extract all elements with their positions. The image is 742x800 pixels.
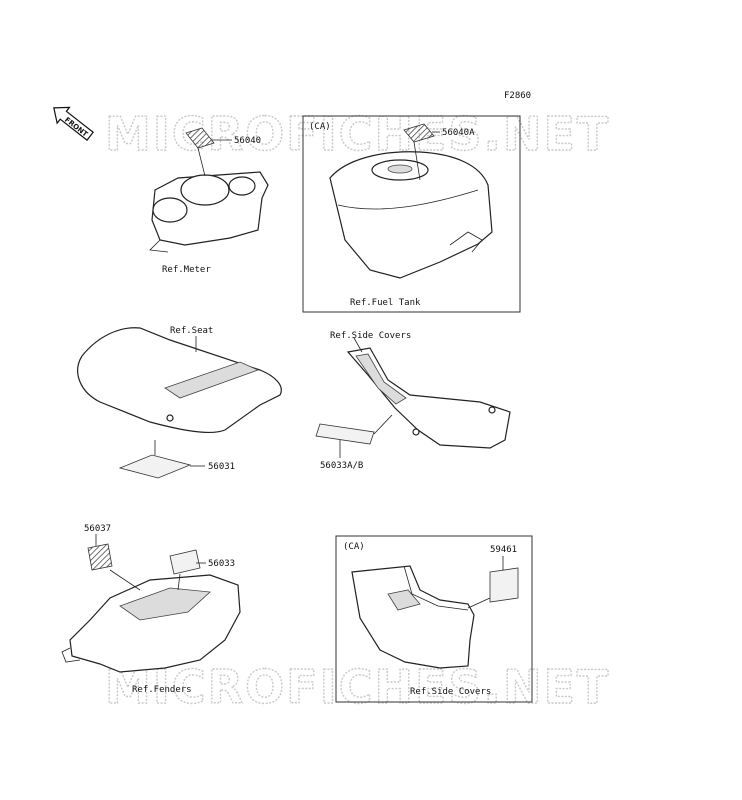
- meter-gauge-left-icon: [152, 197, 188, 223]
- fuel-tank-bracket-icon: [449, 231, 483, 253]
- leader-fender-decal2: [177, 573, 181, 591]
- fender-mount-icon: [61, 647, 81, 663]
- ref-fenders: Ref.Fenders: [132, 685, 192, 695]
- figure-code: F2860: [504, 91, 531, 101]
- leader-tank-decal: [413, 141, 421, 181]
- ca-side-covers-tag: (CA): [343, 542, 365, 552]
- seat-strap-icon: [164, 361, 260, 399]
- decal-59461-icon: [489, 567, 519, 603]
- leader-ref-side-covers: [353, 337, 363, 353]
- meter-gauge-center-icon: [180, 174, 230, 206]
- fuel-cap-center-icon: [387, 164, 413, 174]
- ca-side-cover-icon: [351, 565, 475, 669]
- part-56040A: 56040A: [442, 128, 475, 138]
- side-cover-icon: [346, 347, 511, 449]
- side-cover-edge-icon: [355, 353, 407, 405]
- ca-side-cover-edge-icon: [403, 565, 469, 611]
- ca-side-cover-slot-icon: [387, 589, 421, 611]
- ca-fuel-tank-tag: (CA): [309, 122, 331, 132]
- part-56037: 56037: [84, 524, 111, 534]
- decal-56040-icon: [185, 127, 215, 149]
- front-arrow-icon: FRONT: [53, 106, 95, 141]
- ca-side-covers-box: [335, 535, 533, 703]
- ref-meter: Ref.Meter: [162, 265, 211, 275]
- fender-top-icon: [119, 587, 211, 621]
- part-56033: 56033: [208, 559, 235, 569]
- ca-side-cover-assembly: [351, 556, 519, 669]
- ca-fuel-tank-box: [302, 115, 521, 313]
- ref-fuel-tank: Ref.Fuel Tank: [350, 298, 421, 308]
- seat-hook-icon: [166, 414, 174, 422]
- side-covers-assembly: [315, 337, 511, 458]
- seat-icon: [77, 327, 282, 433]
- fenders-assembly: [61, 534, 241, 673]
- ref-side-covers: Ref.Side Covers: [330, 331, 411, 341]
- watermark-bottom: MICROFICHES.NET: [105, 660, 610, 714]
- leader-side-decal: [373, 414, 393, 435]
- fuel-tank-contour-icon: [337, 189, 479, 210]
- leader-fender-decal1: [109, 569, 141, 591]
- side-cover-bolt-icon: [488, 406, 496, 414]
- part-56031: 56031: [208, 462, 235, 472]
- fender-icon: [69, 574, 241, 673]
- decal-56031-icon: [118, 454, 192, 479]
- ref-side-covers-ca: Ref.Side Covers: [410, 687, 491, 697]
- meter-gauge-right-icon: [228, 176, 256, 196]
- leader-ca-side-decal: [467, 597, 491, 609]
- part-59461: 59461: [490, 545, 517, 555]
- seat-assembly: [77, 327, 282, 479]
- decal-56033-icon: [169, 549, 201, 575]
- side-cover-bolt2-icon: [412, 428, 420, 436]
- meter-mount-icon: [149, 239, 169, 253]
- part-56033AB: 56033A/B: [320, 461, 363, 471]
- meter-assembly: [149, 127, 269, 253]
- decal-56037-icon: [87, 543, 113, 571]
- leader-meter-decal: [197, 147, 206, 177]
- fuel-tank-assembly: [329, 123, 493, 279]
- watermark-top: MICROFICHES.NET: [105, 107, 610, 161]
- part-56040: 56040: [234, 136, 261, 146]
- decal-56040A-icon: [403, 123, 435, 143]
- decal-56033AB-icon: [315, 423, 375, 445]
- ref-seat: Ref.Seat: [170, 326, 213, 336]
